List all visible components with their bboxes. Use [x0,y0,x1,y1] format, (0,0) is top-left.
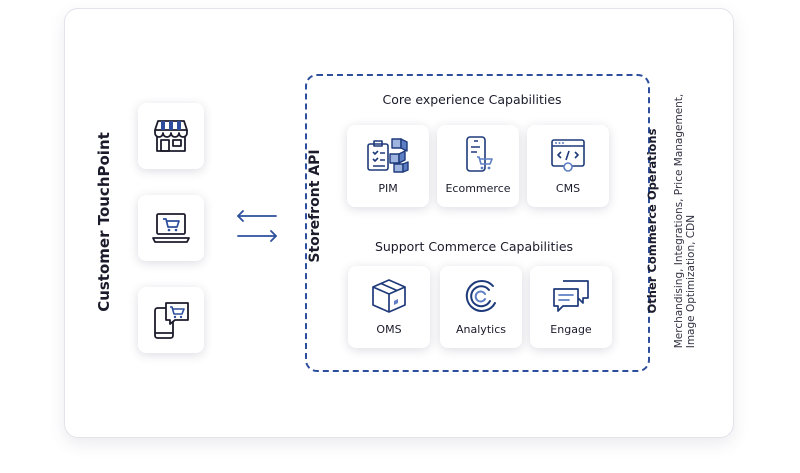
capability-label: PIM [378,182,398,195]
capabilities-container [305,74,650,372]
other-operations-list: Merchandising, Integrations, Price Manag… [673,94,697,349]
other-operations-line: Image Optimization, CDN [685,214,697,349]
support-capabilities-title: Support Commerce Capabilities [374,239,574,254]
cms-window-icon [551,139,585,172]
laptop-cart-icon [152,213,190,243]
oms-box-icon [372,279,406,313]
mobile-tile [138,287,204,353]
storefront-tile [138,103,204,169]
mobile-cart-icon [154,302,189,339]
core-capabilities-title: Core experience Capabilities [382,92,562,107]
other-operations-title: Other Commerce Operations [645,128,659,314]
capability-ecommerce: Ecommerce [437,125,519,207]
capability-label: Analytics [456,323,506,336]
storefront-icon [154,120,188,152]
capability-label: Ecommerce [445,182,511,195]
ecommerce-phone-icon [466,136,493,172]
other-operations-line: Merchandising, Integrations, Price Manag… [673,93,685,349]
capability-label: CMS [555,182,581,195]
capability-analytics: Analytics [440,266,522,348]
engage-chat-icon [553,280,589,312]
pim-boxes-icon [367,138,409,173]
capability-oms: OMS [348,266,430,348]
bidirectional-arrows-icon [237,210,277,242]
capability-label: OMS [376,323,402,336]
capability-pim: PIM [347,125,429,207]
capability-label: Engage [550,323,592,336]
laptop-tile [138,195,204,261]
customer-touchpoint-label: Customer TouchPoint [95,132,113,312]
analytics-icon [465,279,496,312]
capability-engage: Engage [530,266,612,348]
capability-cms: CMS [527,125,609,207]
